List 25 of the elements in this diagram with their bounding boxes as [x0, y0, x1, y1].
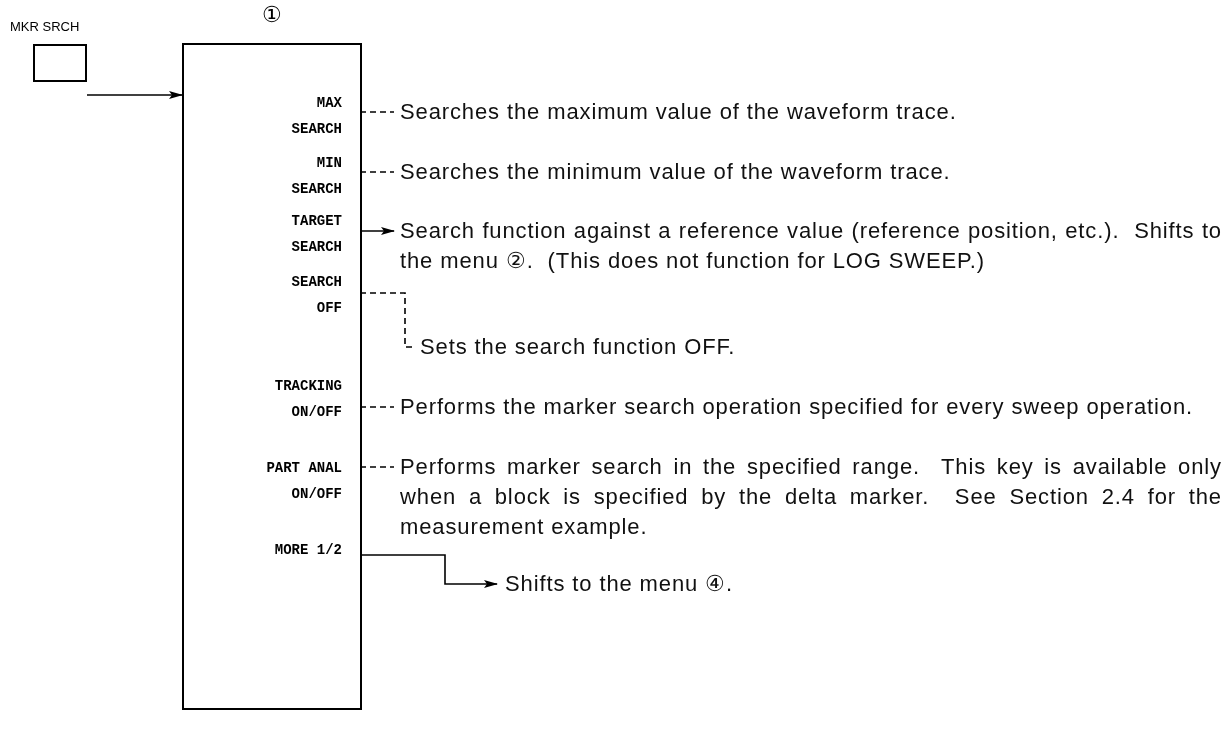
softkey-label: TARGET SEARCH — [262, 208, 362, 260]
description-text: Searches the maximum value of the waveform trace. — [400, 97, 1222, 127]
softkey-label: TRACKING ON/OFF — [262, 373, 362, 425]
description-text: Shifts to the menu ④. — [505, 569, 1222, 599]
arrow — [359, 554, 498, 588]
description-text: Sets the search function OFF. — [420, 332, 1222, 362]
softkey-label: MAX SEARCH — [262, 90, 362, 142]
description-text: Search function against a reference value (reference position, etc.). Shifts to the menu ②. (This does not function for LOG SWEEP.) — [400, 216, 1222, 276]
arrow — [86, 91, 183, 99]
dashed-leader-line — [359, 171, 395, 173]
dashed-leader-line — [359, 111, 395, 113]
description-text: Performs the marker search operation specified for every sweep operation. — [400, 392, 1222, 422]
softkey-label: MIN SEARCH — [262, 150, 362, 202]
softkey-label: SEARCH OFF — [262, 269, 362, 321]
description-text: Performs marker search in the specified range. This key is available only when a block is specified by the delta marker. See Section 2.4 for the measurement example. — [400, 452, 1222, 542]
softkey-menu-panel — [182, 43, 362, 710]
softkey-label: PART ANAL ON/OFF — [262, 455, 362, 507]
arrow — [359, 227, 395, 235]
dashed-leader-line — [359, 466, 395, 468]
key-label: MKR SRCH — [10, 20, 80, 34]
menu-number: ① — [261, 2, 283, 28]
dashed-leader-line — [359, 406, 395, 408]
softkey-label: MORE 1/2 — [262, 537, 362, 563]
dashed-leader-line — [359, 292, 415, 348]
description-text: Searches the minimum value of the waveform trace. — [400, 157, 1222, 187]
